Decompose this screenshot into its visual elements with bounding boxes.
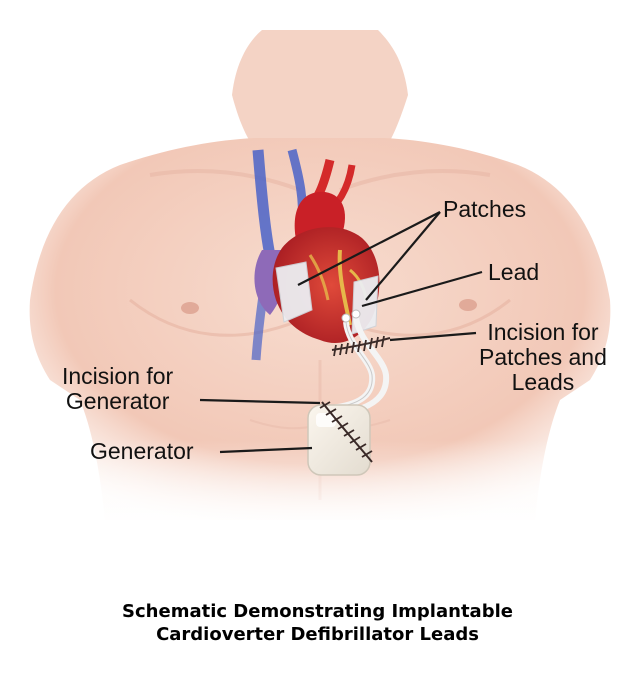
pointer-lead — [361, 270, 483, 308]
label-incision-patches-line1: Incision for — [487, 319, 599, 345]
label-generator: Generator — [90, 438, 194, 464]
label-patches: Patches — [443, 196, 527, 222]
pointer-patches-left — [297, 211, 441, 286]
label-lead: Lead — [488, 259, 540, 285]
pointer-lines — [199, 211, 483, 454]
generator-device — [307, 404, 371, 476]
label-incision-generator-line1: Incision for — [62, 363, 174, 389]
pointer-patches-right — [365, 211, 441, 301]
figure-caption: Schematic Demonstrating Implantable Card… — [0, 600, 635, 646]
pointer-incision-generator — [199, 398, 321, 405]
incision-generator — [319, 401, 373, 463]
label-incision-patches-line2: Patches and — [479, 344, 607, 370]
label-incision-patches-line3: Leads — [511, 369, 575, 395]
caption-line-1: Schematic Demonstrating Implantable — [122, 601, 513, 622]
icd-anatomy-illustration — [0, 30, 635, 530]
label-incision-patches-leads: Incision for Patches and Leads — [479, 320, 607, 395]
caption-line-2: Cardioverter Defibrillator Leads — [156, 624, 479, 645]
label-incision-generator-line2: Generator — [65, 388, 170, 414]
pointer-incision-patches — [389, 331, 477, 342]
label-incision-generator: Incision for Generator — [62, 364, 173, 414]
pointer-generator — [219, 446, 313, 454]
incision-patches-leads — [331, 335, 391, 357]
